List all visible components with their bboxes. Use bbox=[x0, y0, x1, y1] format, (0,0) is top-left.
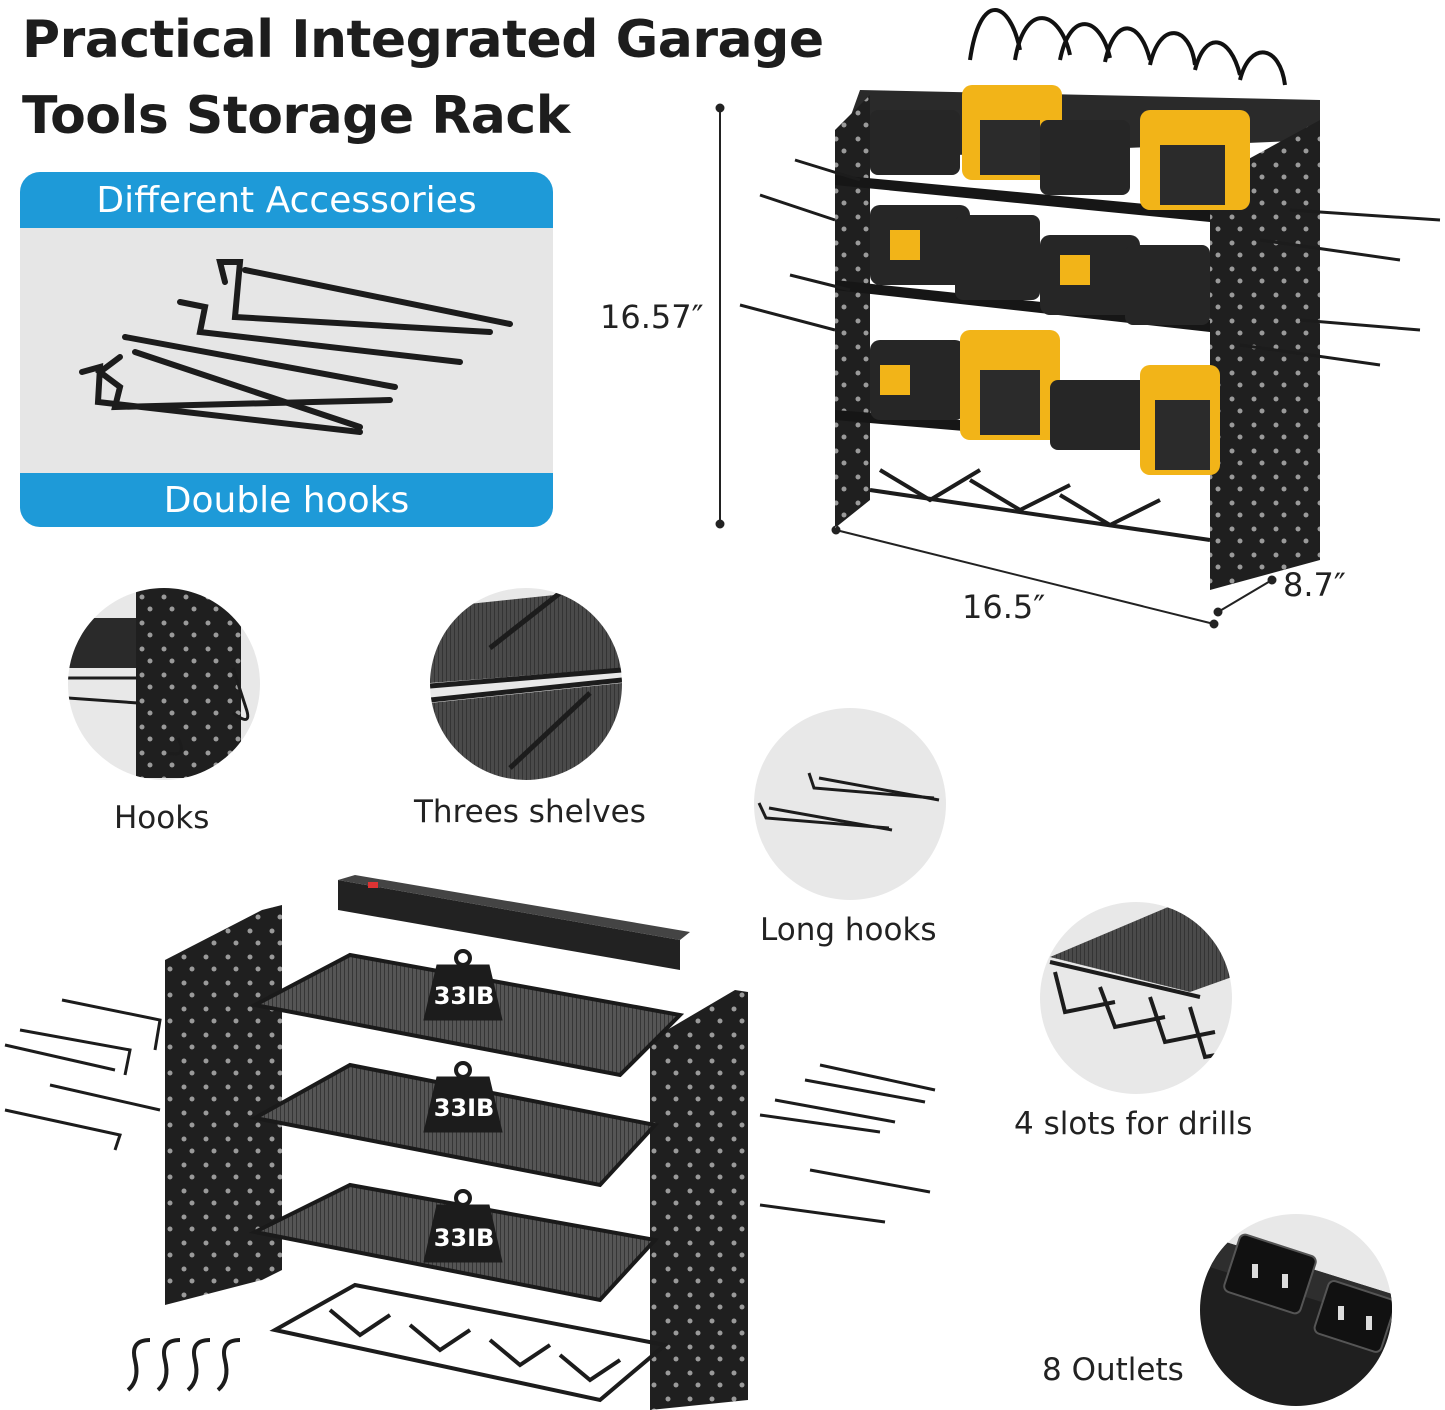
shelf-weight-label-2: 33IB bbox=[433, 1094, 495, 1122]
hooks-caption: Hooks bbox=[114, 800, 210, 836]
shelves-detail-circle bbox=[430, 588, 622, 780]
accessories-panel: Different Accessories Double hooks bbox=[20, 172, 553, 527]
drill-slots-caption: 4 slots for drills bbox=[1014, 1106, 1253, 1142]
drill-slots-detail-circle bbox=[1040, 902, 1232, 1094]
long-hooks-caption: Long hooks bbox=[760, 912, 937, 948]
outlets-detail-illustration bbox=[1200, 1233, 1392, 1406]
page-title: Practical Integrated Garage Tools Storag… bbox=[22, 2, 824, 154]
long-hooks-detail-circle bbox=[754, 708, 946, 900]
depth-dimension-label: 8.7″ bbox=[1283, 566, 1346, 604]
hooks-detail-circle bbox=[68, 588, 260, 780]
accessories-header: Different Accessories bbox=[20, 172, 553, 228]
outlets-caption: 8 Outlets bbox=[1042, 1352, 1184, 1388]
shelf-weight-label-3: 33IB bbox=[433, 1224, 495, 1252]
height-dimension-label: 16.57″ bbox=[600, 298, 704, 336]
outlets-detail-circle bbox=[1200, 1214, 1392, 1406]
shelves-detail-illustration bbox=[430, 588, 622, 780]
title-line-1: Practical Integrated Garage bbox=[22, 10, 824, 70]
hooks-detail-illustration bbox=[68, 588, 250, 778]
long-hooks-detail-illustration bbox=[757, 772, 940, 832]
dimension-lines bbox=[715, 103, 1277, 629]
width-dimension-label: 16.5″ bbox=[962, 588, 1046, 626]
assembled-rack-illustration bbox=[739, 8, 1441, 590]
drill-slots-detail-illustration bbox=[1049, 902, 1232, 1060]
exploded-rack-illustration bbox=[4, 875, 936, 1410]
title-line-2: Tools Storage Rack bbox=[22, 86, 570, 146]
accessories-footer: Double hooks bbox=[20, 473, 553, 527]
shelf-weight-label-1: 33IB bbox=[433, 982, 495, 1010]
shelves-caption: Threes shelves bbox=[414, 794, 646, 830]
double-hooks-illustration bbox=[79, 259, 513, 435]
